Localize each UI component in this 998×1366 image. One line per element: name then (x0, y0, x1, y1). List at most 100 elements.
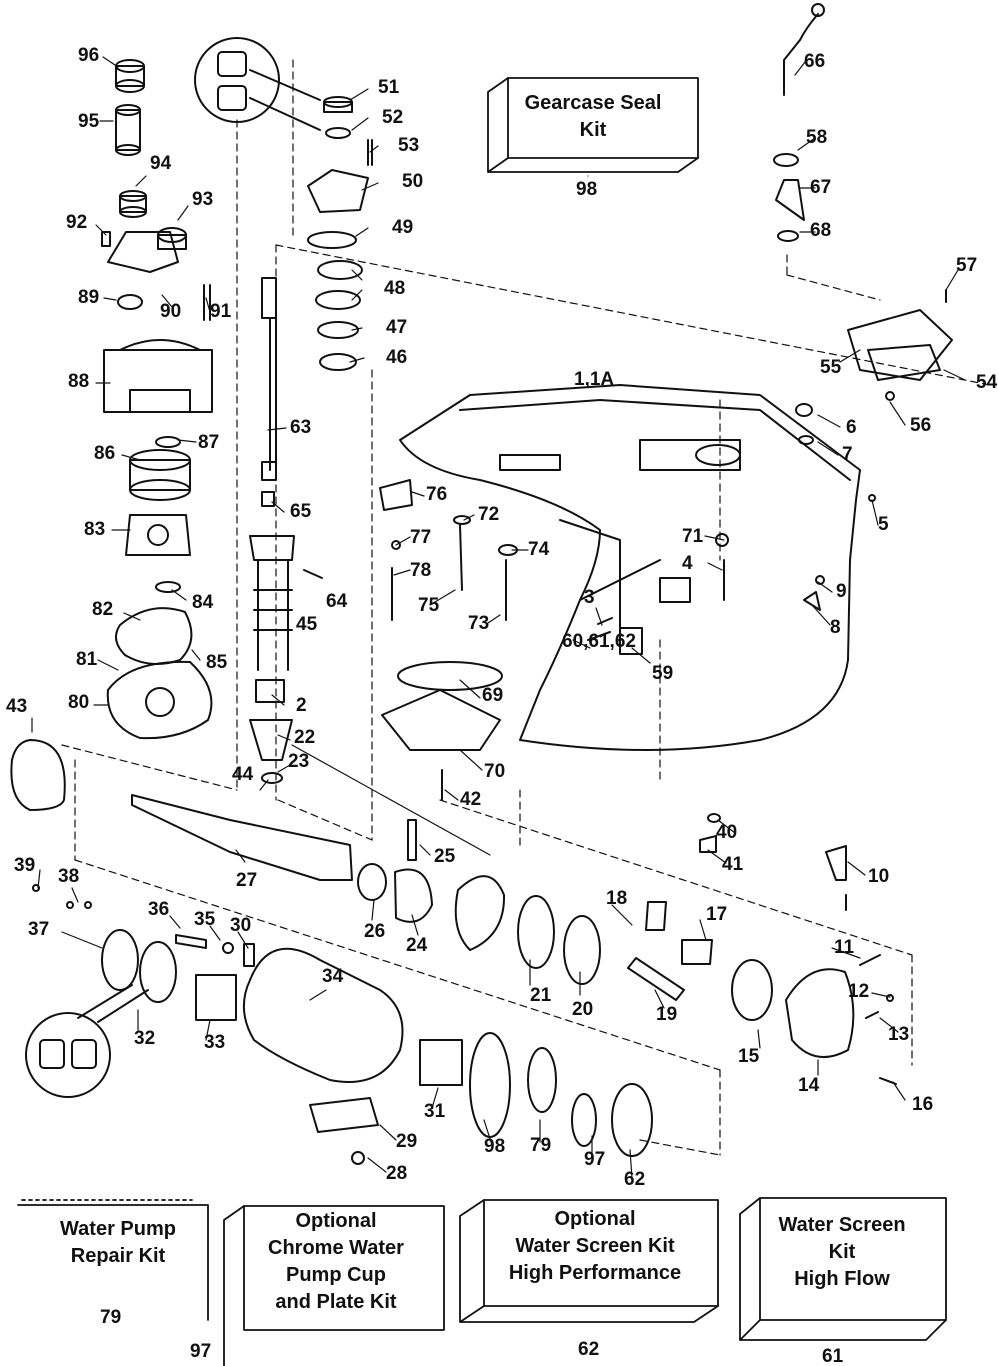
seal-detail-top (194, 37, 321, 131)
assembly-label: 1,1A (574, 369, 615, 390)
part-number-label: 34 (322, 966, 344, 987)
part-number-label: 57 (956, 255, 978, 276)
part-number-label: 40 (716, 822, 738, 843)
part-number-label: 56 (910, 415, 932, 436)
kit-box-frames (17, 77, 947, 1366)
part-number-label: 25 (434, 846, 456, 867)
part-number-label: 88 (68, 371, 90, 392)
part-number-label: 98 (484, 1136, 506, 1157)
part-number-label: 87 (198, 432, 220, 453)
part-number-label: 36 (148, 899, 170, 920)
part-number-label: 94 (150, 153, 172, 174)
chrome-cup-callout: Optional Chrome Water Pump Cup and Plate… (246, 1208, 426, 1316)
part-number-label: 70 (484, 761, 506, 782)
part-number-label: 76 (426, 484, 448, 505)
part-number-label: 48 (384, 278, 406, 299)
part-number-label: 84 (192, 592, 214, 613)
callout-line: Pump Cup (286, 1264, 386, 1286)
part-number-label: 17 (706, 904, 728, 925)
part-number-label: 7 (842, 444, 853, 465)
part-number-label: 19 (656, 1004, 678, 1025)
part-number-label: 51 (378, 77, 400, 98)
leader-lines (31, 56, 966, 1179)
part-number-label: 35 (194, 909, 216, 930)
part-number-label: 15 (738, 1046, 760, 1067)
part-number-label: 71 (682, 526, 704, 547)
part-number-label: 23 (288, 751, 310, 772)
part-number-label: 20 (572, 999, 594, 1020)
part-number-label: 6 (846, 417, 857, 438)
callout-line: Repair Kit (70, 1245, 166, 1267)
part-number-label: 47 (386, 317, 408, 338)
chrome-cup-number: 97 (190, 1341, 212, 1362)
part-number-label: 81 (76, 649, 98, 670)
part-number-label: 46 (386, 347, 408, 368)
part-number-label: 69 (482, 685, 504, 706)
part-number-label: 89 (78, 287, 100, 308)
part-number-label: 29 (396, 1131, 418, 1152)
part-number-label: 2 (296, 695, 307, 716)
part-number-label: 3 (584, 587, 595, 608)
driveshaft-parts (249, 96, 417, 861)
part-number-label: 11 (834, 937, 855, 958)
water-tube-parts (699, 3, 953, 853)
screen-hf-callout: Water Screen Kit High Flow (760, 1212, 924, 1293)
part-number-label: 96 (78, 45, 100, 66)
water-pump-parts (101, 59, 213, 740)
part-number-label: 18 (606, 888, 628, 909)
part-number-label: 52 (382, 107, 404, 128)
callout-line: Water Screen Kit (515, 1235, 675, 1257)
screen-hp-number: 62 (578, 1339, 600, 1360)
part-number-label: 12 (848, 981, 870, 1002)
seal-kit-number: 98 (576, 179, 598, 200)
part-number-label: 59 (652, 663, 674, 684)
part-number-label: 38 (58, 866, 80, 887)
part-number-label: 42 (460, 789, 482, 810)
part-number-label: 8 (830, 617, 841, 638)
part-number-label: 73 (468, 613, 490, 634)
part-number-label: 85 (206, 652, 228, 673)
part-number-label: 13 (888, 1024, 910, 1045)
part-number-label: 55 (820, 357, 842, 378)
part-number-label: 58 (806, 127, 828, 148)
callout-line: High Flow (794, 1268, 890, 1290)
part-number-label: 44 (232, 764, 254, 785)
part-number-label: 95 (78, 111, 100, 132)
callout-line: Water Screen (778, 1214, 906, 1236)
callout-line: Chrome Water (268, 1237, 404, 1259)
part-number-label: 22 (294, 727, 316, 748)
screen-hf-number: 61 (822, 1346, 844, 1366)
part-number-label: 31 (424, 1101, 446, 1122)
part-number-label: 27 (236, 870, 258, 891)
part-number-label: 49 (392, 217, 414, 238)
callout-line: Kit (579, 119, 607, 141)
callout-line: Kit (828, 1241, 856, 1263)
part-number-label: 82 (92, 599, 114, 620)
part-number-label: 26 (364, 921, 386, 942)
part-number-label: 41 (722, 854, 744, 875)
seal-detail-bottom (25, 984, 149, 1098)
part-number-label: 54 (976, 372, 998, 393)
part-number-label: 45 (296, 614, 318, 635)
part-number-label: 80 (68, 692, 90, 713)
water-pump-callout: Water Pump Repair Kit (28, 1216, 208, 1270)
part-number-label: 79 (530, 1135, 552, 1156)
part-number-label: 43 (6, 696, 28, 717)
part-number-label: 10 (868, 866, 890, 887)
seal-kit-callout: Gearcase Seal Kit (508, 90, 678, 144)
part-number-label: 62 (624, 1169, 646, 1190)
callout-line: Optional (554, 1208, 636, 1230)
part-number-label: 66 (804, 51, 826, 72)
part-number-label: 83 (84, 519, 106, 540)
water-pump-number: 79 (100, 1307, 122, 1328)
part-number-label: 37 (28, 919, 50, 940)
part-number-label: 92 (66, 212, 88, 233)
part-number-label: 14 (798, 1075, 820, 1096)
callout-line: and Plate Kit (275, 1291, 397, 1313)
callout-line: Optional (295, 1210, 377, 1232)
part-number-label: 9 (836, 581, 847, 602)
part-number-label: 68 (810, 220, 832, 241)
part-number-label: 97 (584, 1149, 606, 1170)
